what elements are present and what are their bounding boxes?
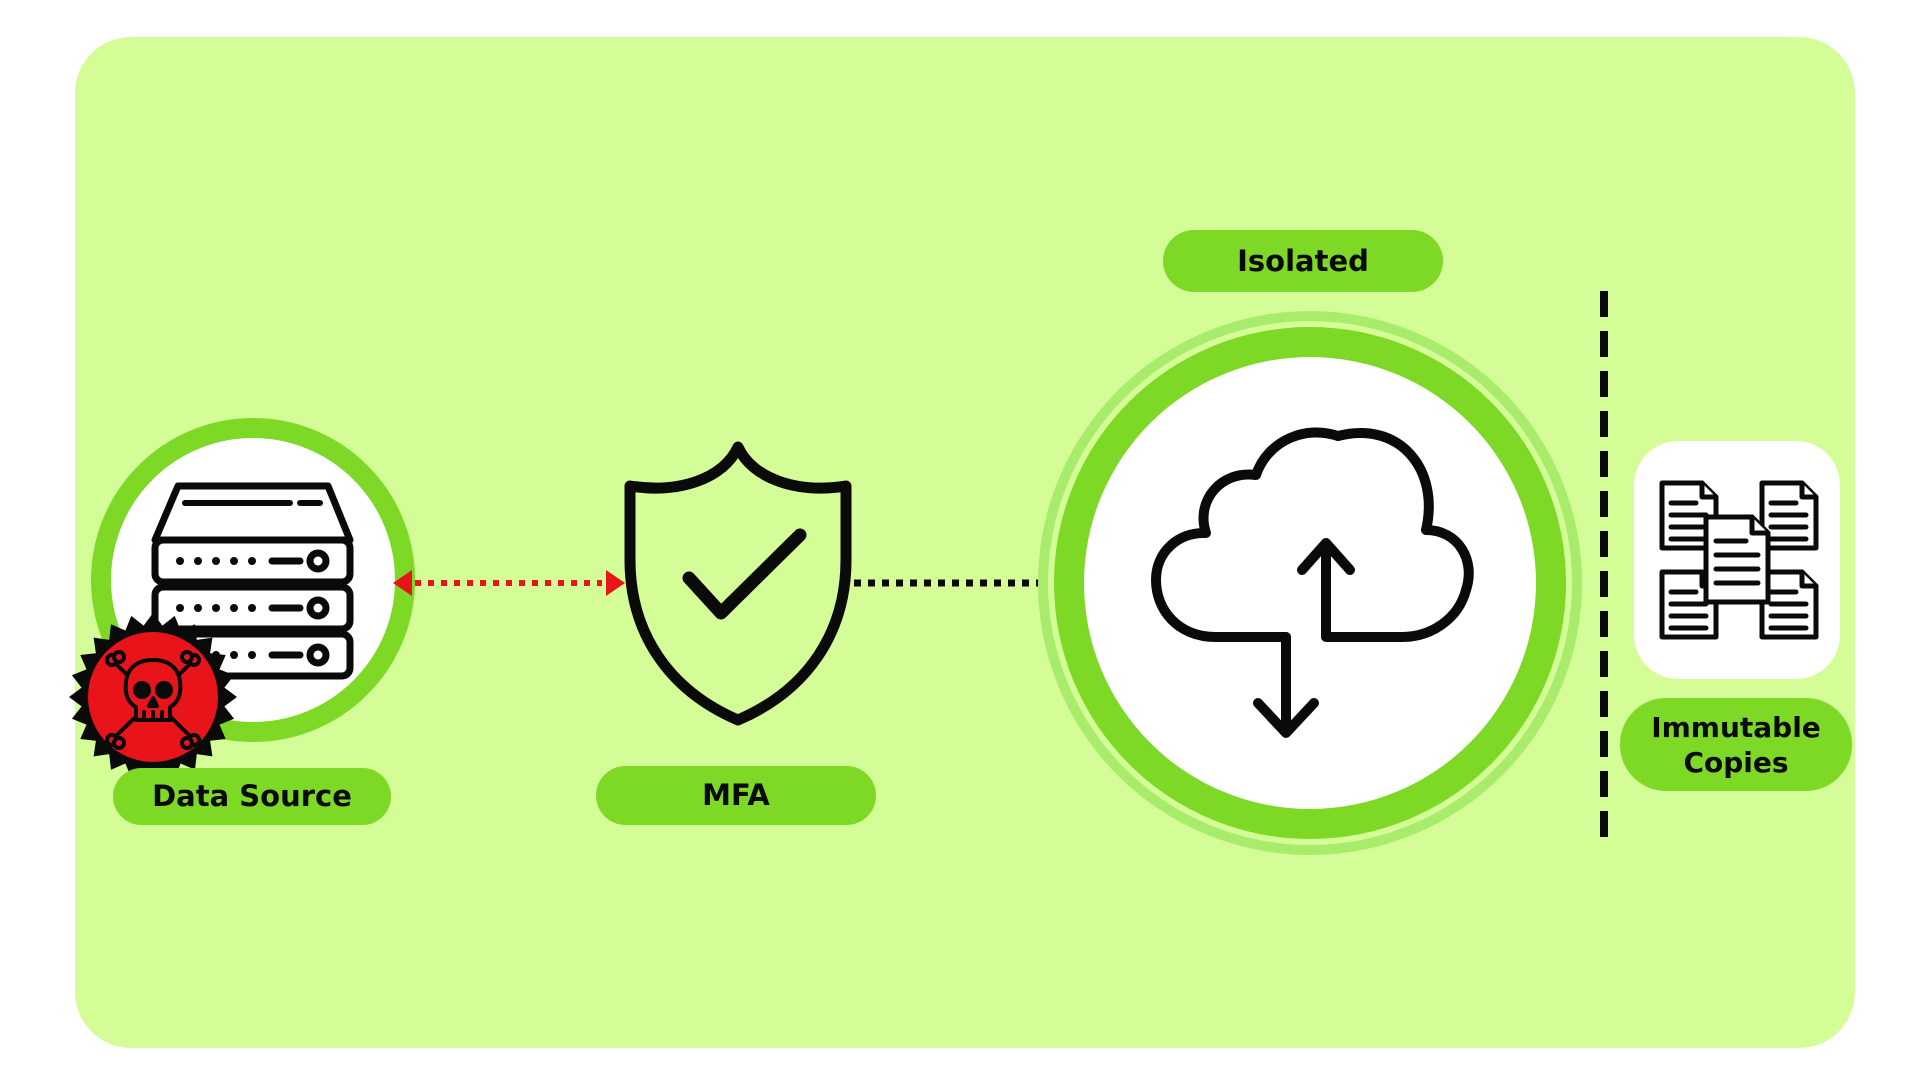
- data-source-node: [69, 418, 415, 781]
- documents-icon: [1659, 480, 1819, 640]
- isolated-label: Isolated: [1163, 230, 1443, 292]
- cloud-sync-icon: [1151, 427, 1474, 738]
- skull-crossbones-icon: [69, 613, 237, 781]
- mfa-label-text: MFA: [702, 778, 770, 813]
- shield-check-icon: [624, 441, 852, 726]
- data-source-label: Data Source: [113, 768, 391, 825]
- immutable-label-line2: Copies: [1683, 745, 1789, 779]
- threat-connection-arrow: [393, 570, 625, 596]
- mfa-label: MFA: [596, 766, 876, 825]
- immutable-copies-label: Immutable Copies: [1620, 698, 1852, 791]
- server-rack-icon: [151, 482, 354, 680]
- isolated-node: [1038, 311, 1582, 855]
- immutable-copies-node: [1634, 441, 1840, 679]
- data-source-label-text: Data Source: [152, 779, 352, 814]
- isolated-label-text: Isolated: [1237, 243, 1369, 278]
- immutable-label-line1: Immutable: [1651, 710, 1821, 744]
